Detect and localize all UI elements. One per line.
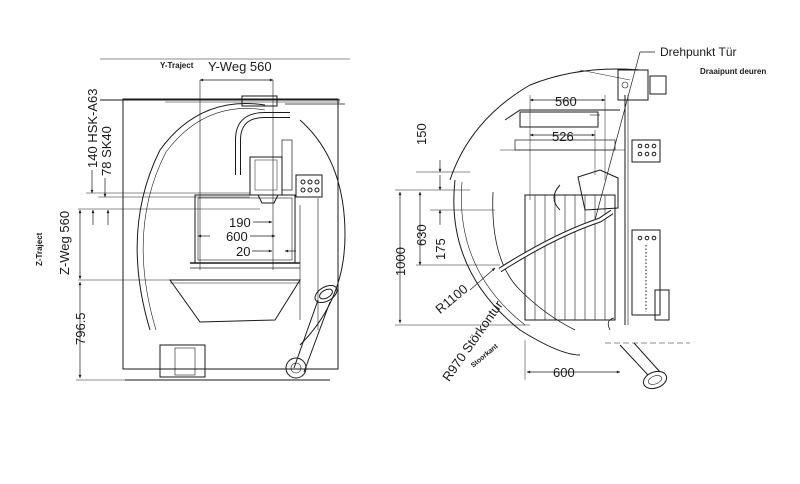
dim-175-label: 175 xyxy=(433,238,448,260)
hsk-a63-label: 140 HSK-A63 xyxy=(85,88,100,169)
z-traject-label: Z-Traject xyxy=(35,232,44,266)
y-traject-label: Y-Traject xyxy=(160,61,194,70)
drehpunkt-tur-label: Drehpunkt Tür xyxy=(660,45,737,59)
dim-630-label: 630 xyxy=(414,224,429,246)
dim-796-5-label: 796.5 xyxy=(73,312,88,345)
right-machine-view xyxy=(395,51,690,390)
dim-526-label: 526 xyxy=(552,129,574,144)
dim-600-label: 600 xyxy=(226,229,248,244)
y-weg-label: Y-Weg 560 xyxy=(208,59,272,74)
dim-600-bottom-label: 600 xyxy=(553,365,575,380)
dim-190-label: 190 xyxy=(229,215,251,230)
dim-20-label: 20 xyxy=(236,244,251,259)
dim-560-label: 560 xyxy=(555,94,577,109)
dim-150-label: 150 xyxy=(414,123,429,145)
left-machine-view xyxy=(76,58,350,381)
sk40-label: 78 SK40 xyxy=(99,126,114,176)
draaipunt-deuren-label: Draaipunt deuren xyxy=(700,67,767,76)
z-weg-label: Z-Weg 560 xyxy=(57,210,72,275)
dim-1000-label: 1000 xyxy=(393,247,408,276)
